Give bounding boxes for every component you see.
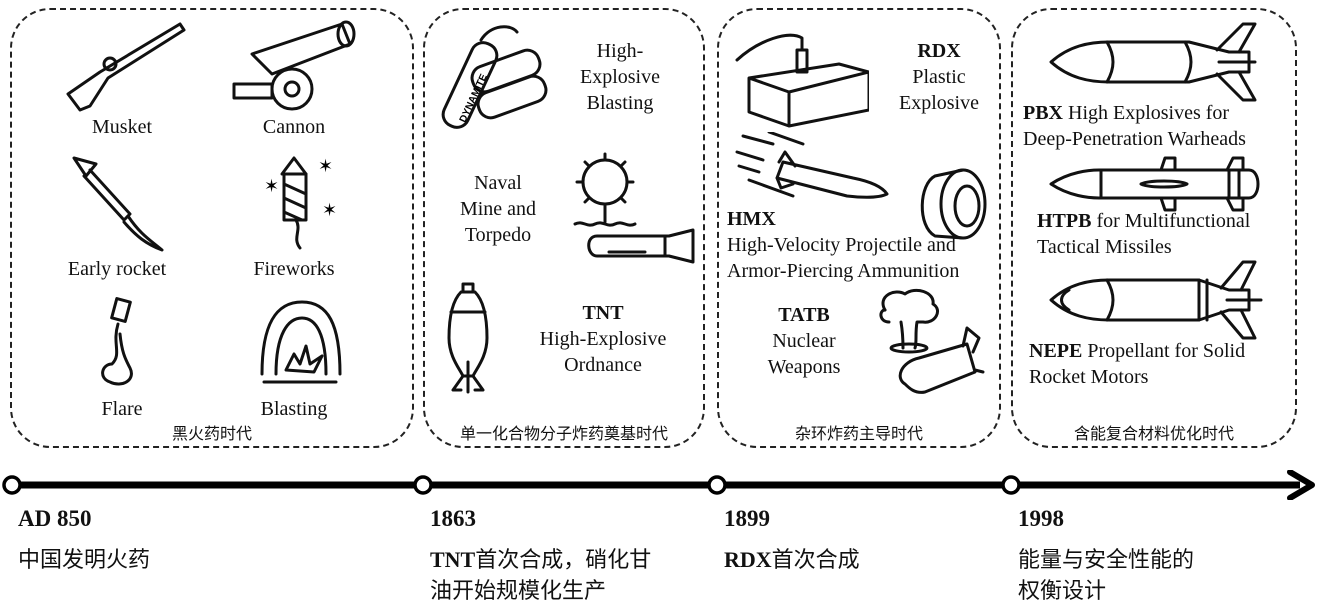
label-line: Explosive: [899, 92, 979, 114]
compound-name: TATB: [778, 304, 830, 326]
era-item-label: Early rocket: [67, 258, 167, 280]
era-item-label: TATB Nuclear Weapons: [749, 302, 859, 380]
label-line: Torpedo: [464, 224, 532, 246]
fireworks-icon: ✶ ✶ ✶: [264, 156, 337, 250]
description-line: 首次合成，硝化甘: [475, 547, 652, 572]
era-item-label: HTPB for Multifunctional Tactical Missil…: [1037, 208, 1297, 260]
rocket-motor-icon: [1049, 260, 1263, 340]
label-line: High-: [596, 40, 644, 62]
label-line: Blasting: [586, 92, 654, 114]
era-item-label: TNT High-Explosive Ordnance: [523, 300, 683, 378]
early-rocket-icon: [72, 156, 164, 252]
projectile-icon: [735, 132, 889, 199]
era-label: 黑火药时代: [171, 426, 252, 443]
era-panel-single-compound: DYNAMITE High- Explosive Blasting Naval …: [423, 8, 705, 448]
timeline-year: 1863: [430, 506, 476, 531]
plastic-explosive-block-icon: [735, 33, 869, 128]
label-line: Plastic: [912, 66, 966, 88]
compound-name: NEPE: [1029, 340, 1083, 362]
dynamite-icon: DYNAMITE: [441, 25, 548, 129]
flare-icon: [101, 297, 133, 386]
description-line: 首次合成: [771, 547, 860, 572]
label-line: High-Velocity Projectile and: [727, 234, 956, 256]
label-line: Ordnance: [564, 354, 642, 376]
era-item-label: Cannon: [262, 116, 326, 138]
musket-icon: [66, 22, 186, 112]
svg-text:✶: ✶: [318, 156, 333, 176]
timeline-marker: [707, 475, 727, 495]
era-item-label: Musket: [92, 116, 152, 138]
era-item-label: Fireworks: [253, 258, 335, 280]
label-line: Weapons: [767, 356, 841, 378]
compound-name: RDX: [724, 547, 772, 572]
compound-name: HTPB: [1037, 210, 1092, 232]
era-item-label: PBX High Explosives for Deep-Penetration…: [1023, 100, 1293, 152]
era-item-label: Blasting: [260, 398, 328, 420]
era-item-label: RDX Plastic Explosive: [879, 38, 999, 116]
label-line: Naval: [474, 172, 522, 194]
era-label: 杂环炸药主导时代: [794, 426, 923, 443]
label-line: Explosive: [580, 66, 660, 88]
description-line: 权衡设计: [1018, 578, 1107, 603]
label-line: Tactical Missiles: [1037, 236, 1172, 258]
era-panel-heterocyclic: RDX Plastic Explosive HMX High-Velocity …: [717, 8, 1001, 448]
missile-icon: [1049, 156, 1260, 212]
blasting-icon: [260, 300, 342, 384]
compound-name: TNT: [582, 302, 624, 324]
timeline-description: TNT首次合成，硝化甘 油开始规模化生产: [430, 544, 651, 606]
compound-name: HMX: [727, 208, 776, 230]
era-label: 含能复合材料优化时代: [1073, 426, 1234, 443]
era-item-label: Flare: [101, 398, 143, 420]
label-line: Mine and: [459, 198, 537, 220]
description-line: 中国发明火药: [18, 547, 151, 572]
era-item-label: NEPE Propellant for Solid Rocket Motors: [1029, 338, 1295, 390]
timeline-year: 1899: [724, 506, 770, 531]
label-line: High-Explosive: [539, 328, 667, 350]
label-line: Deep-Penetration Warheads: [1023, 128, 1246, 150]
timeline-marker: [1001, 475, 1021, 495]
timeline-axis: [2, 470, 1315, 500]
compound-name: PBX: [1023, 102, 1063, 124]
warhead-icon: [1049, 22, 1257, 102]
label-line: for Multifunctional: [1096, 210, 1251, 232]
nuclear-bomb-icon: [879, 288, 985, 394]
timeline-arrowhead-icon: [1287, 470, 1315, 500]
label-line: Nuclear: [772, 330, 836, 352]
era-panel-composite: PBX High Explosives for Deep-Penetration…: [1011, 8, 1297, 448]
timeline-year: AD 850: [18, 506, 92, 531]
armor-piercing-round-icon: [920, 168, 987, 240]
description-line: 油开始规模化生产: [430, 578, 607, 603]
timeline-description: 中国发明火药: [18, 544, 150, 575]
svg-text:✶: ✶: [264, 176, 279, 196]
era-panel-black-powder: Musket Cannon ✶ ✶ ✶ Early rocket Fireworks…: [10, 8, 414, 448]
timeline-year: 1998: [1018, 506, 1064, 531]
timeline-marker: [413, 475, 433, 495]
cannon-icon: [232, 20, 356, 111]
label-line: Armor-Piercing Ammunition: [727, 260, 960, 282]
ordnance-bomb-icon: [447, 282, 489, 394]
compound-name: TNT: [430, 547, 476, 572]
timeline-description: RDX首次合成: [724, 544, 860, 575]
era-item-label: HMX High-Velocity Projectile and Armor-P…: [727, 206, 997, 284]
naval-mine-icon: [573, 152, 695, 264]
timeline-description: 能量与安全性能的 权衡设计: [1018, 544, 1194, 606]
label-line: Rocket Motors: [1029, 366, 1149, 388]
compound-name: RDX: [917, 40, 961, 62]
label-line: Propellant for Solid: [1087, 340, 1246, 362]
label-line: High Explosives for: [1068, 102, 1230, 124]
description-line: 能量与安全性能的: [1018, 547, 1195, 572]
era-item-label: High- Explosive Blasting: [555, 38, 685, 116]
svg-text:✶: ✶: [322, 200, 337, 220]
era-item-label: Naval Mine and Torpedo: [443, 170, 553, 248]
timeline-marker: [2, 475, 22, 495]
era-label: 单一化合物分子炸药奠基时代: [459, 426, 668, 443]
